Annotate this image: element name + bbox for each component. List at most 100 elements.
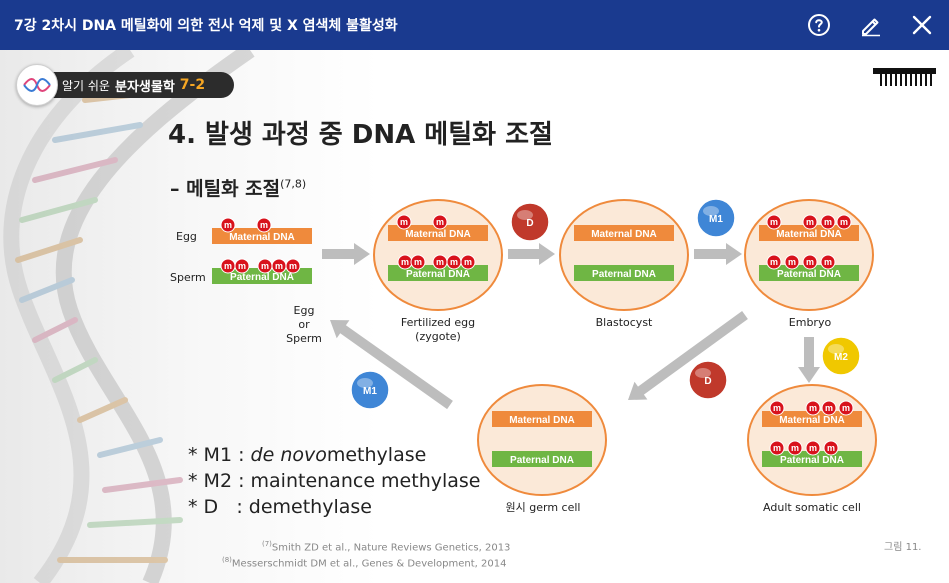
- course-badge: 알기 쉬운 분자생물학 7-2: [16, 64, 234, 106]
- legend-separator: :: [236, 496, 243, 518]
- maintenance-methylase-m2-icon-shine: [828, 344, 844, 354]
- sperm-paternal-dna-bar-label: Paternal DNA: [230, 272, 294, 283]
- subheading-text: – 메틸화 조절: [170, 178, 281, 200]
- legend-row-m2: * M2 : maintenance methylase: [188, 468, 481, 494]
- sperm-paternal-dna-bar: [212, 268, 312, 284]
- germ-paternal-dna-bar: [492, 451, 592, 467]
- edit-button[interactable]: [856, 10, 886, 40]
- methyl-label: m: [840, 217, 848, 227]
- window-title: 7강 2차시 DNA 메틸화에 의한 전사 억제 및 X 염색체 불활성화: [14, 18, 398, 34]
- dna-helix-background-icon: [3, 50, 255, 583]
- adult-paternal-dna-bar: [762, 451, 862, 467]
- blastocyst-paternal-dna-bar-label: Paternal DNA: [592, 269, 656, 280]
- demethylase-d-icon-2-shine: [695, 368, 711, 378]
- methyl-label: m: [436, 217, 444, 227]
- methyl-label: m: [827, 443, 835, 453]
- methyl-group-icon: [410, 254, 426, 270]
- methyl-label: m: [414, 257, 422, 267]
- methyl-group-icon: [836, 214, 852, 230]
- zygote-paternal-dna-bar: [388, 265, 488, 281]
- enzyme-legend: * M1 : de novomethylase * M2 : maintenan…: [188, 442, 481, 520]
- adult-maternal-dna-bar: [762, 411, 862, 427]
- demethylase-d-icon-2: [688, 360, 728, 400]
- methyl-label: m: [260, 220, 268, 230]
- reference-text: Smith ZD et al., Nature Reviews Genetics…: [271, 542, 511, 554]
- methyl-label: m: [809, 403, 817, 413]
- dna-logo-icon: [16, 64, 58, 106]
- figure-label: 그림 11.: [884, 542, 922, 553]
- embryo-label: Embryo: [788, 316, 832, 329]
- close-icon: [912, 15, 932, 35]
- legend-italic-text: de novo: [250, 444, 327, 466]
- germ-cell: [477, 384, 607, 496]
- pencil-icon: [862, 18, 880, 37]
- blastocyst-maternal-dna-bar: [574, 225, 674, 241]
- methyl-group-icon: [838, 400, 854, 416]
- egg-or-sperm-label-3: Sperm: [286, 332, 322, 345]
- methyl-label: m: [224, 261, 232, 271]
- legend-key: D: [203, 496, 219, 518]
- methyl-label: m: [450, 257, 458, 267]
- blastocyst-to-embryo-arrow: [694, 243, 742, 265]
- methyl-group-icon: [256, 217, 272, 233]
- course-badge-label: 알기 쉬운 분자생물학 7-2: [38, 72, 234, 98]
- methyl-label: m: [436, 257, 444, 267]
- subheading-reference: (7,8): [280, 177, 307, 191]
- slide: 알기 쉬운 분자생물학 7-2 4. 발생 과정 중 DNA 메틸화 조절 – …: [0, 50, 949, 583]
- legend-text: methylase: [326, 444, 427, 466]
- methyl-label: m: [791, 443, 799, 453]
- references: (7)Smith ZD et al., Nature Reviews Genet…: [222, 538, 510, 571]
- germ-maternal-dna-bar: [492, 411, 592, 427]
- reference-8: (8)Messerschmidt DM et al., Genes & Deve…: [222, 554, 510, 570]
- methyl-group-icon: [802, 214, 818, 230]
- reference-7: (7)Smith ZD et al., Nature Reviews Genet…: [222, 538, 510, 554]
- methyl-label: m: [289, 261, 297, 271]
- de-novo-methylase-m1-icon: [696, 198, 736, 238]
- university-logo-icon: [873, 68, 936, 86]
- legend-bullet: *: [188, 496, 198, 518]
- methyl-group-icon: [821, 400, 837, 416]
- methyl-label: m: [770, 217, 778, 227]
- zygote-maternal-dna-bar: [388, 225, 488, 241]
- adult-somatic-cell-label: Adult somatic cell: [763, 501, 861, 514]
- embryo-maternal-dna-bar-label: Maternal DNA: [776, 229, 842, 240]
- germ-cell-label: 원시 germ cell: [505, 501, 581, 514]
- methyl-label: m: [770, 257, 778, 267]
- methyl-group-icon: [460, 254, 476, 270]
- help-button[interactable]: [804, 10, 834, 40]
- embryo-maternal-dna-bar: [759, 225, 859, 241]
- egg-or-sperm-label-2: or: [298, 318, 310, 331]
- methyl-label: m: [788, 257, 796, 267]
- embryo-to-germ-arrow: [628, 311, 748, 400]
- fertilized-egg-label: Fertilized egg: [400, 316, 476, 329]
- methyl-label: m: [401, 257, 409, 267]
- legend-separator: :: [238, 444, 245, 466]
- title-bar: 7강 2차시 DNA 메틸화에 의한 전사 억제 및 X 염색체 불활성화: [0, 0, 949, 50]
- close-button[interactable]: [907, 10, 937, 40]
- methyl-label: m: [773, 403, 781, 413]
- de-novo-methylase-m1-icon-label: M1: [709, 214, 723, 225]
- methyl-label: m: [806, 217, 814, 227]
- methyl-group-icon: [769, 400, 785, 416]
- de-novo-methylase-m1-icon-2: [350, 370, 390, 410]
- methyl-label: m: [809, 443, 817, 453]
- methyl-group-icon: [432, 214, 448, 230]
- methyl-label: m: [825, 403, 833, 413]
- blastocyst-paternal-dna-bar: [574, 265, 674, 281]
- de-novo-methylase-m1-icon-shine: [703, 206, 719, 216]
- legend-row-m1: * M1 : de novomethylase: [188, 442, 481, 468]
- de-novo-methylase-m1-icon-2-shine: [357, 378, 373, 388]
- legend-key: M2: [203, 470, 233, 492]
- methyl-group-icon: [396, 214, 412, 230]
- methyl-label: m: [261, 261, 269, 271]
- methyl-group-icon: [234, 258, 250, 274]
- methyl-group-icon: [820, 214, 836, 230]
- germ-maternal-dna-bar-label: Maternal DNA: [509, 415, 575, 426]
- badge-lesson-number: 7-2: [179, 77, 206, 93]
- methyl-group-icon: [805, 400, 821, 416]
- badge-text-1: 알기 쉬운: [62, 78, 110, 93]
- embryo-to-adult-arrow: [798, 337, 820, 383]
- reference-text: Messerschmidt DM et al., Genes & Develop…: [231, 558, 507, 570]
- methyl-label: m: [224, 220, 232, 230]
